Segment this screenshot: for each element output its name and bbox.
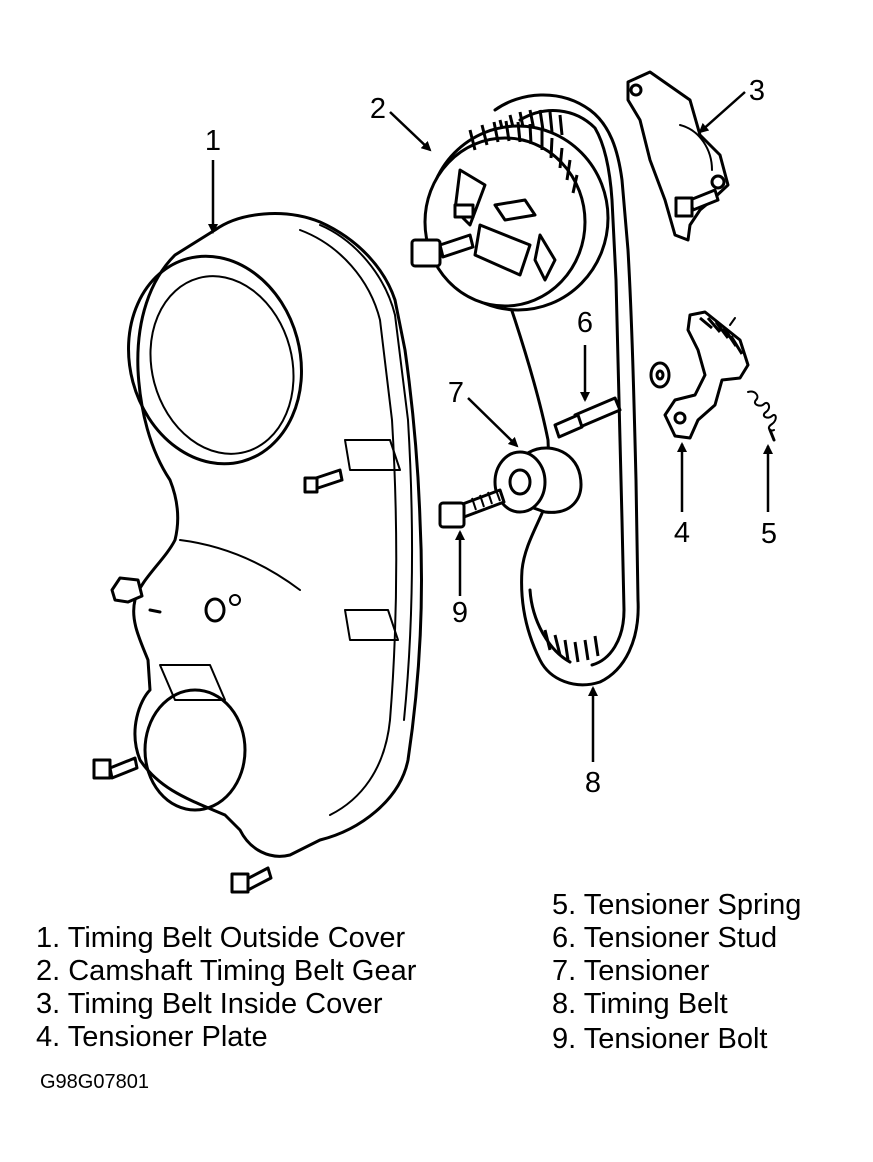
legend-item-3: 3. Timing Belt Inside Cover [36, 988, 383, 1020]
callout-labels: 1 2 3 6 7 4 5 9 8 [205, 75, 777, 799]
tensioner-stud-drawing [553, 361, 671, 439]
legend-item-5: 5. Tensioner Spring [552, 889, 801, 921]
legend-left: 1. Timing Belt Outside Cover 2. Camshaft… [36, 922, 417, 1053]
callout-2: 2 [370, 93, 386, 125]
legend-right: 5. Tensioner Spring 6. Tensioner Stud 7.… [552, 889, 801, 1055]
inside-cover-bolt [674, 188, 720, 218]
tensioner-bolt-drawing [438, 488, 506, 529]
callout-7: 7 [448, 377, 464, 409]
legend-item-8: 8. Timing Belt [552, 988, 728, 1020]
callout-8: 8 [585, 767, 601, 799]
callout-9: 9 [452, 597, 468, 629]
callout-arrow-2 [389, 111, 432, 152]
callout-arrow-3 [698, 91, 746, 134]
gear-teeth [468, 120, 579, 194]
cover-bolt-upper [303, 468, 344, 494]
tensioner-spring-drawing [747, 390, 777, 442]
inside-cover-drawing [626, 70, 730, 242]
cover-bolt-left [92, 756, 139, 780]
callout-6: 6 [577, 307, 593, 339]
legend-item-2: 2. Camshaft Timing Belt Gear [36, 955, 417, 987]
legend-item-6: 6. Tensioner Stud [552, 922, 777, 954]
gear-bolt [410, 233, 475, 268]
callout-1: 1 [205, 125, 221, 157]
tensioner-plate-drawing [663, 310, 750, 440]
callout-5: 5 [761, 518, 777, 550]
callout-3: 3 [749, 75, 765, 107]
plate-teeth [699, 316, 744, 355]
outside-cover-drawing [92, 212, 423, 894]
callout-4: 4 [674, 517, 690, 549]
tensioner-drawing [493, 446, 583, 514]
callout-arrow-7 [467, 397, 519, 448]
callout-arrows [208, 91, 773, 762]
bolt-thread [471, 489, 501, 511]
camshaft-gear-drawing [410, 120, 610, 312]
legend-item-4: 4. Tensioner Plate [36, 1021, 268, 1053]
legend-item-7: 7. Tensioner [552, 955, 710, 987]
legend-item-9: 9. Tensioner Bolt [552, 1023, 768, 1055]
legend-item-1: 1. Timing Belt Outside Cover [36, 922, 405, 954]
cover-bolt-bottom [230, 866, 273, 894]
figure-code: G98G07801 [40, 1071, 149, 1093]
